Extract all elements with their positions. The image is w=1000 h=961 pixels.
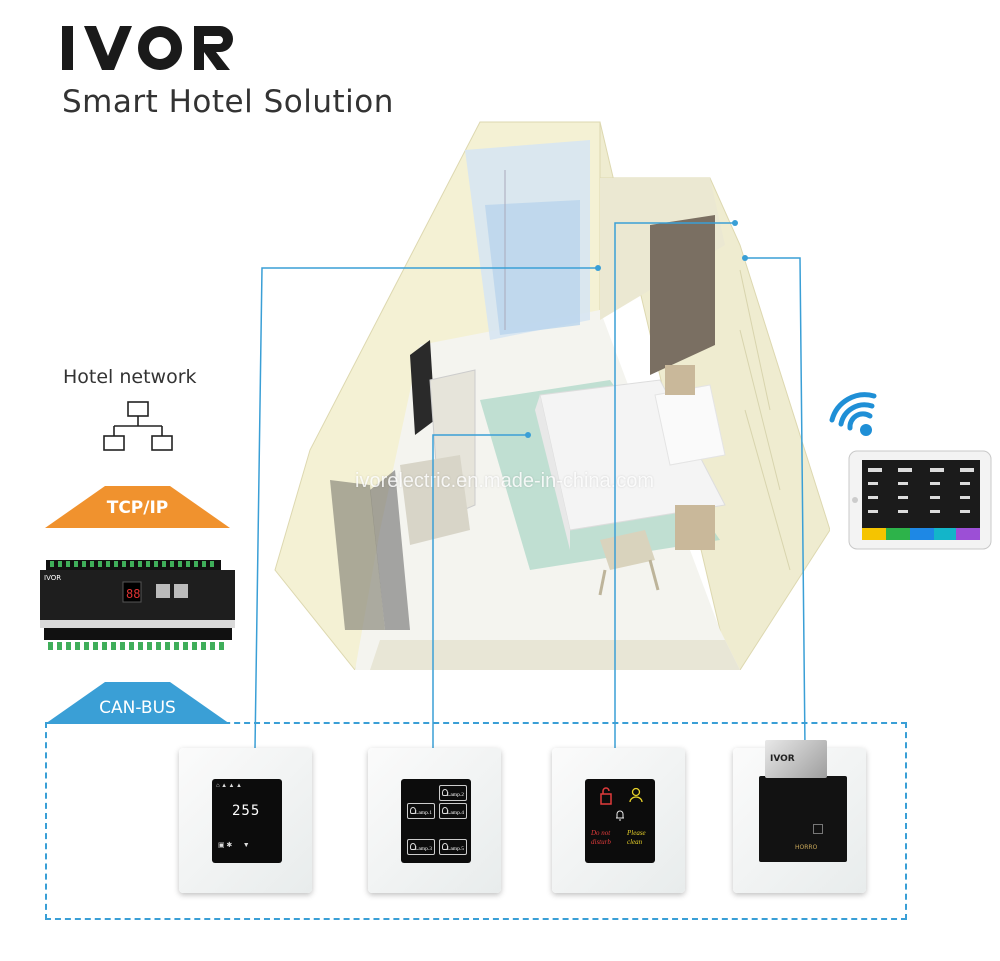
- lamp-panel[interactable]: Lamp.2 Lamp.1 Lamp.4 Lamp.3 Lamp.5: [368, 748, 501, 893]
- key-card-panel[interactable]: HORRO IVOR: [733, 740, 866, 893]
- network-icon: [103, 401, 173, 451]
- svg-text:88: 88: [126, 587, 140, 601]
- ivor-logo: [62, 26, 233, 70]
- key-card[interactable]: IVOR: [765, 740, 827, 778]
- hotel-room-illustration: [274, 121, 830, 670]
- service-panel[interactable]: Do not disturb Please clean: [552, 748, 685, 893]
- subtitle: Smart Hotel Solution: [62, 84, 394, 120]
- key-card-brand: IVOR: [770, 754, 795, 764]
- card-slot[interactable]: HORRO: [759, 776, 847, 862]
- door-hanger-icon: [600, 787, 612, 805]
- clean-line-2: clean: [627, 838, 643, 846]
- can-bus-label: CAN-BUS: [99, 698, 176, 718]
- tablet-icon: [848, 450, 992, 550]
- lamp-5-button[interactable]: Lamp.5: [439, 839, 467, 855]
- bell-icon[interactable]: [614, 809, 626, 821]
- lamp-1-button[interactable]: Lamp.1: [407, 803, 435, 819]
- dnd-line-2: disturb: [591, 838, 611, 846]
- lamp-4-button[interactable]: Lamp.4: [439, 803, 467, 819]
- thermostat-temperature: 255: [232, 803, 261, 819]
- dnd-line-1: Do not: [591, 829, 611, 837]
- lamp-2-button[interactable]: Lamp.2: [439, 785, 467, 801]
- service-panel-face: Do not disturb Please clean: [585, 779, 655, 863]
- thermostat-bottom-icons: ▣ ✱ ▼: [218, 841, 250, 849]
- clean-line-1: Please: [627, 829, 646, 837]
- thermostat-top-icons: ⌂ ▲ ▲ ▲: [216, 783, 242, 789]
- thermostat-panel[interactable]: ⌂ ▲ ▲ ▲ 255 ▣ ✱ ▼: [179, 748, 312, 893]
- wifi-icon: [829, 392, 877, 436]
- hotel-controller-module: 88 IVOR: [40, 560, 235, 650]
- please-clean-button[interactable]: Please clean: [627, 829, 646, 847]
- thermostat-display: ⌂ ▲ ▲ ▲ 255 ▣ ✱ ▼: [212, 779, 282, 863]
- housekeeping-icon: [629, 787, 643, 803]
- do-not-disturb-button[interactable]: Do not disturb: [591, 829, 611, 847]
- can-bus-network-box: [45, 722, 907, 920]
- tcp-ip-badge: [45, 486, 230, 528]
- slot-brand: HORRO: [795, 844, 818, 851]
- card-sensor: [813, 824, 823, 834]
- lamp-panel-face: Lamp.2 Lamp.1 Lamp.4 Lamp.3 Lamp.5: [401, 779, 471, 863]
- watermark: ivorelectric.en.made-in-china.com: [355, 470, 655, 492]
- hotel-network-label: Hotel network: [63, 366, 197, 388]
- tcp-ip-label: TCP/IP: [106, 498, 169, 518]
- svg-text:IVOR: IVOR: [44, 574, 61, 582]
- can-bus-badge: [45, 682, 230, 724]
- lamp-3-button[interactable]: Lamp.3: [407, 839, 435, 855]
